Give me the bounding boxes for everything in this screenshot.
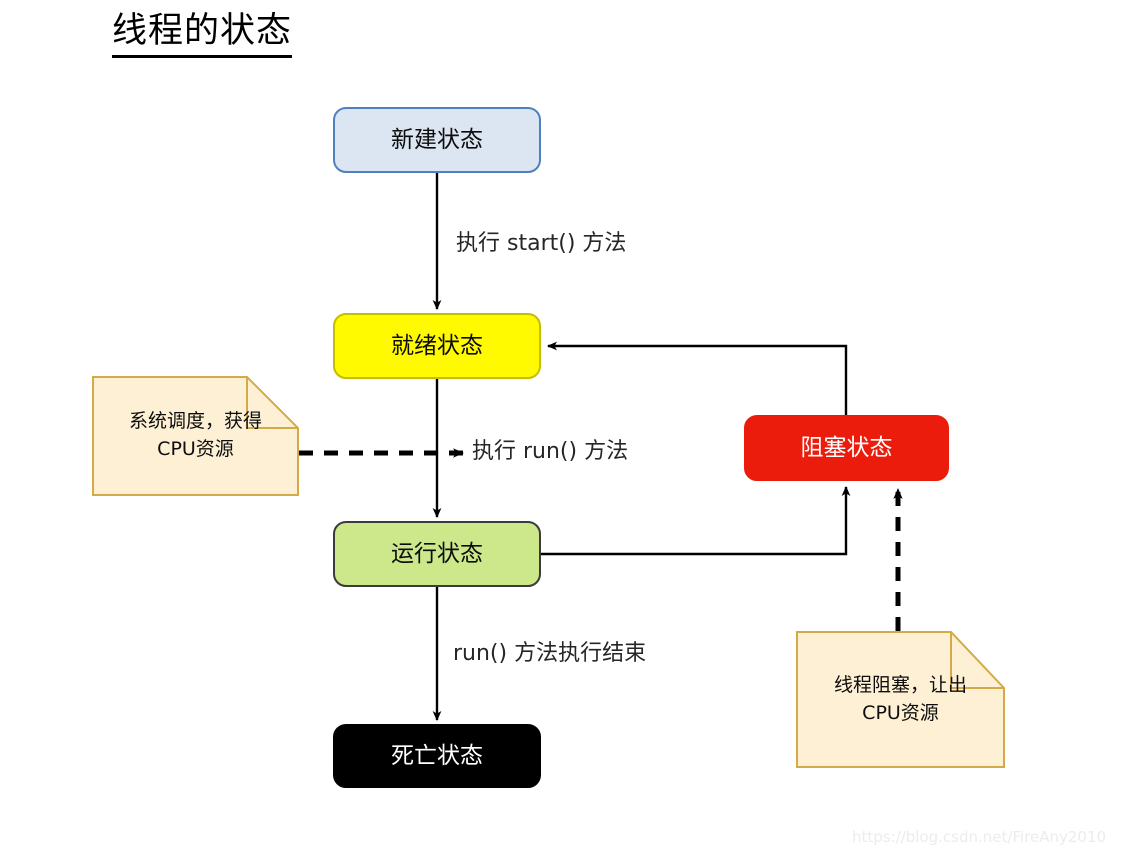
edge-running-to-blocked — [541, 486, 851, 556]
note-folded-corner-shape-2 — [796, 631, 1005, 768]
edge-label-start: 执行 start() 方法 — [456, 231, 627, 256]
note-system-schedule[interactable]: 系统调度，获得 CPU资源 — [92, 376, 299, 496]
node-ready-state-label: 就绪状态 — [391, 332, 483, 359]
node-new-state[interactable]: 新建状态 — [333, 107, 541, 173]
watermark: https://blog.csdn.net/FireAny2010 — [852, 828, 1107, 846]
note-thread-yield[interactable]: 线程阻塞，让出 CPU资源 — [796, 631, 1005, 768]
node-running-state-label: 运行状态 — [391, 540, 483, 567]
node-new-state-label: 新建状态 — [391, 126, 483, 153]
node-blocked-state[interactable]: 阻塞状态 — [744, 415, 949, 481]
page-title: 线程的状态 — [112, 8, 293, 58]
node-dead-state[interactable]: 死亡状态 — [333, 724, 541, 788]
edge-label-finish: run() 方法执行结束 — [453, 641, 647, 666]
note-folded-corner-shape — [92, 376, 299, 496]
node-blocked-state-label: 阻塞状态 — [800, 434, 893, 461]
edge-label-run: 执行 run() 方法 — [472, 439, 629, 464]
node-dead-state-label: 死亡状态 — [391, 742, 483, 769]
node-running-state[interactable]: 运行状态 — [333, 521, 541, 587]
node-ready-state[interactable]: 就绪状态 — [333, 313, 541, 379]
edge-blocked-to-ready — [547, 341, 848, 415]
